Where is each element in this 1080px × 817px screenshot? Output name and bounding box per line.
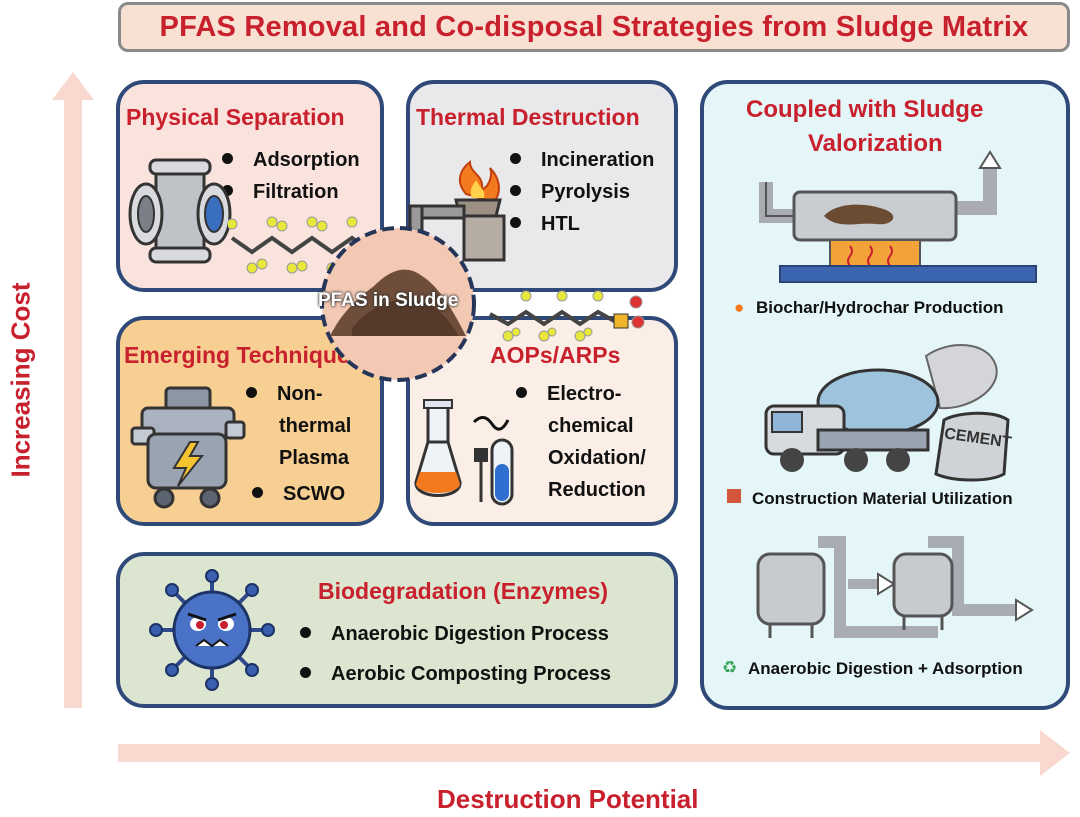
list-item: Incineration (510, 144, 654, 176)
digester-tanks-icon (756, 536, 1034, 638)
x-axis-label: Destruction Potential (437, 784, 699, 814)
bullet-dot (510, 185, 521, 197)
biochar-caption: Biochar/Hydrochar Production (756, 298, 1004, 317)
cement-truck-icon (764, 344, 1010, 482)
list-item: Aerobic Composting Process (300, 658, 611, 690)
digestion-caption: Anaerobic Digestion + Adsorption (748, 659, 1023, 678)
y-axis-arrow (52, 72, 94, 708)
pyrolysis-reactor-icon (759, 150, 1037, 283)
list-item: thermal (279, 415, 352, 437)
bullet-dot (516, 387, 527, 399)
bullet-dot (246, 387, 257, 399)
coupled-title-line2: Valorization (808, 130, 943, 157)
coupled-title-line1: Coupled with Sludge (746, 96, 984, 123)
biodegradation-title: Biodegradation (Enzymes) (318, 578, 609, 604)
x-axis-arrow (118, 730, 1070, 776)
list-item: Adsorption (222, 144, 360, 176)
list-item: Electro- (516, 378, 621, 410)
bullet-dot (222, 153, 233, 165)
center-label: PFAS in Sludge (318, 290, 459, 311)
aops-arps-title: AOPs/ARPs (490, 342, 621, 368)
flask-tube-icon (414, 399, 514, 506)
page-title: PFAS Removal and Co-disposal Strategies … (159, 10, 1029, 43)
bullet-dot (252, 487, 263, 499)
emerging-technique-title: Emerging Technique (124, 342, 350, 368)
brick-icon (727, 489, 741, 503)
title-banner: PFAS Removal and Co-disposal Strategies … (118, 2, 1070, 52)
bullet-dot (222, 185, 233, 197)
flame-icon: ● (734, 298, 745, 317)
construction-caption: Construction Material Utilization (752, 489, 1013, 508)
physical-separation-title: Physical Separation (126, 104, 345, 130)
list-item: chemical (548, 415, 634, 437)
plasma-reactor-icon (130, 386, 246, 509)
list-item: Anaerobic Digestion Process (300, 618, 609, 650)
microbe-icon (149, 569, 275, 691)
bullet-dot (510, 217, 521, 229)
list-item: Reduction (548, 479, 646, 501)
list-item: Filtration (222, 176, 339, 208)
y-axis-label: Increasing Cost (5, 282, 36, 478)
list-item: Oxidation/ (548, 447, 646, 469)
thermal-destruction-title: Thermal Destruction (416, 104, 640, 130)
bullet-dot (300, 627, 311, 639)
list-item: HTL (510, 208, 580, 240)
pfas-sludge-circle (320, 226, 476, 382)
pipe-valve-icon (128, 158, 232, 264)
pfas-chain-right (489, 290, 645, 342)
bullet-dot (300, 667, 311, 679)
list-item: Plasma (279, 447, 350, 469)
list-item: Non- (246, 378, 323, 410)
list-item: Pyrolysis (510, 176, 630, 208)
recycle-icon: ♻ (722, 658, 738, 677)
list-item: SCWO (252, 478, 345, 510)
bullet-dot (510, 153, 521, 165)
